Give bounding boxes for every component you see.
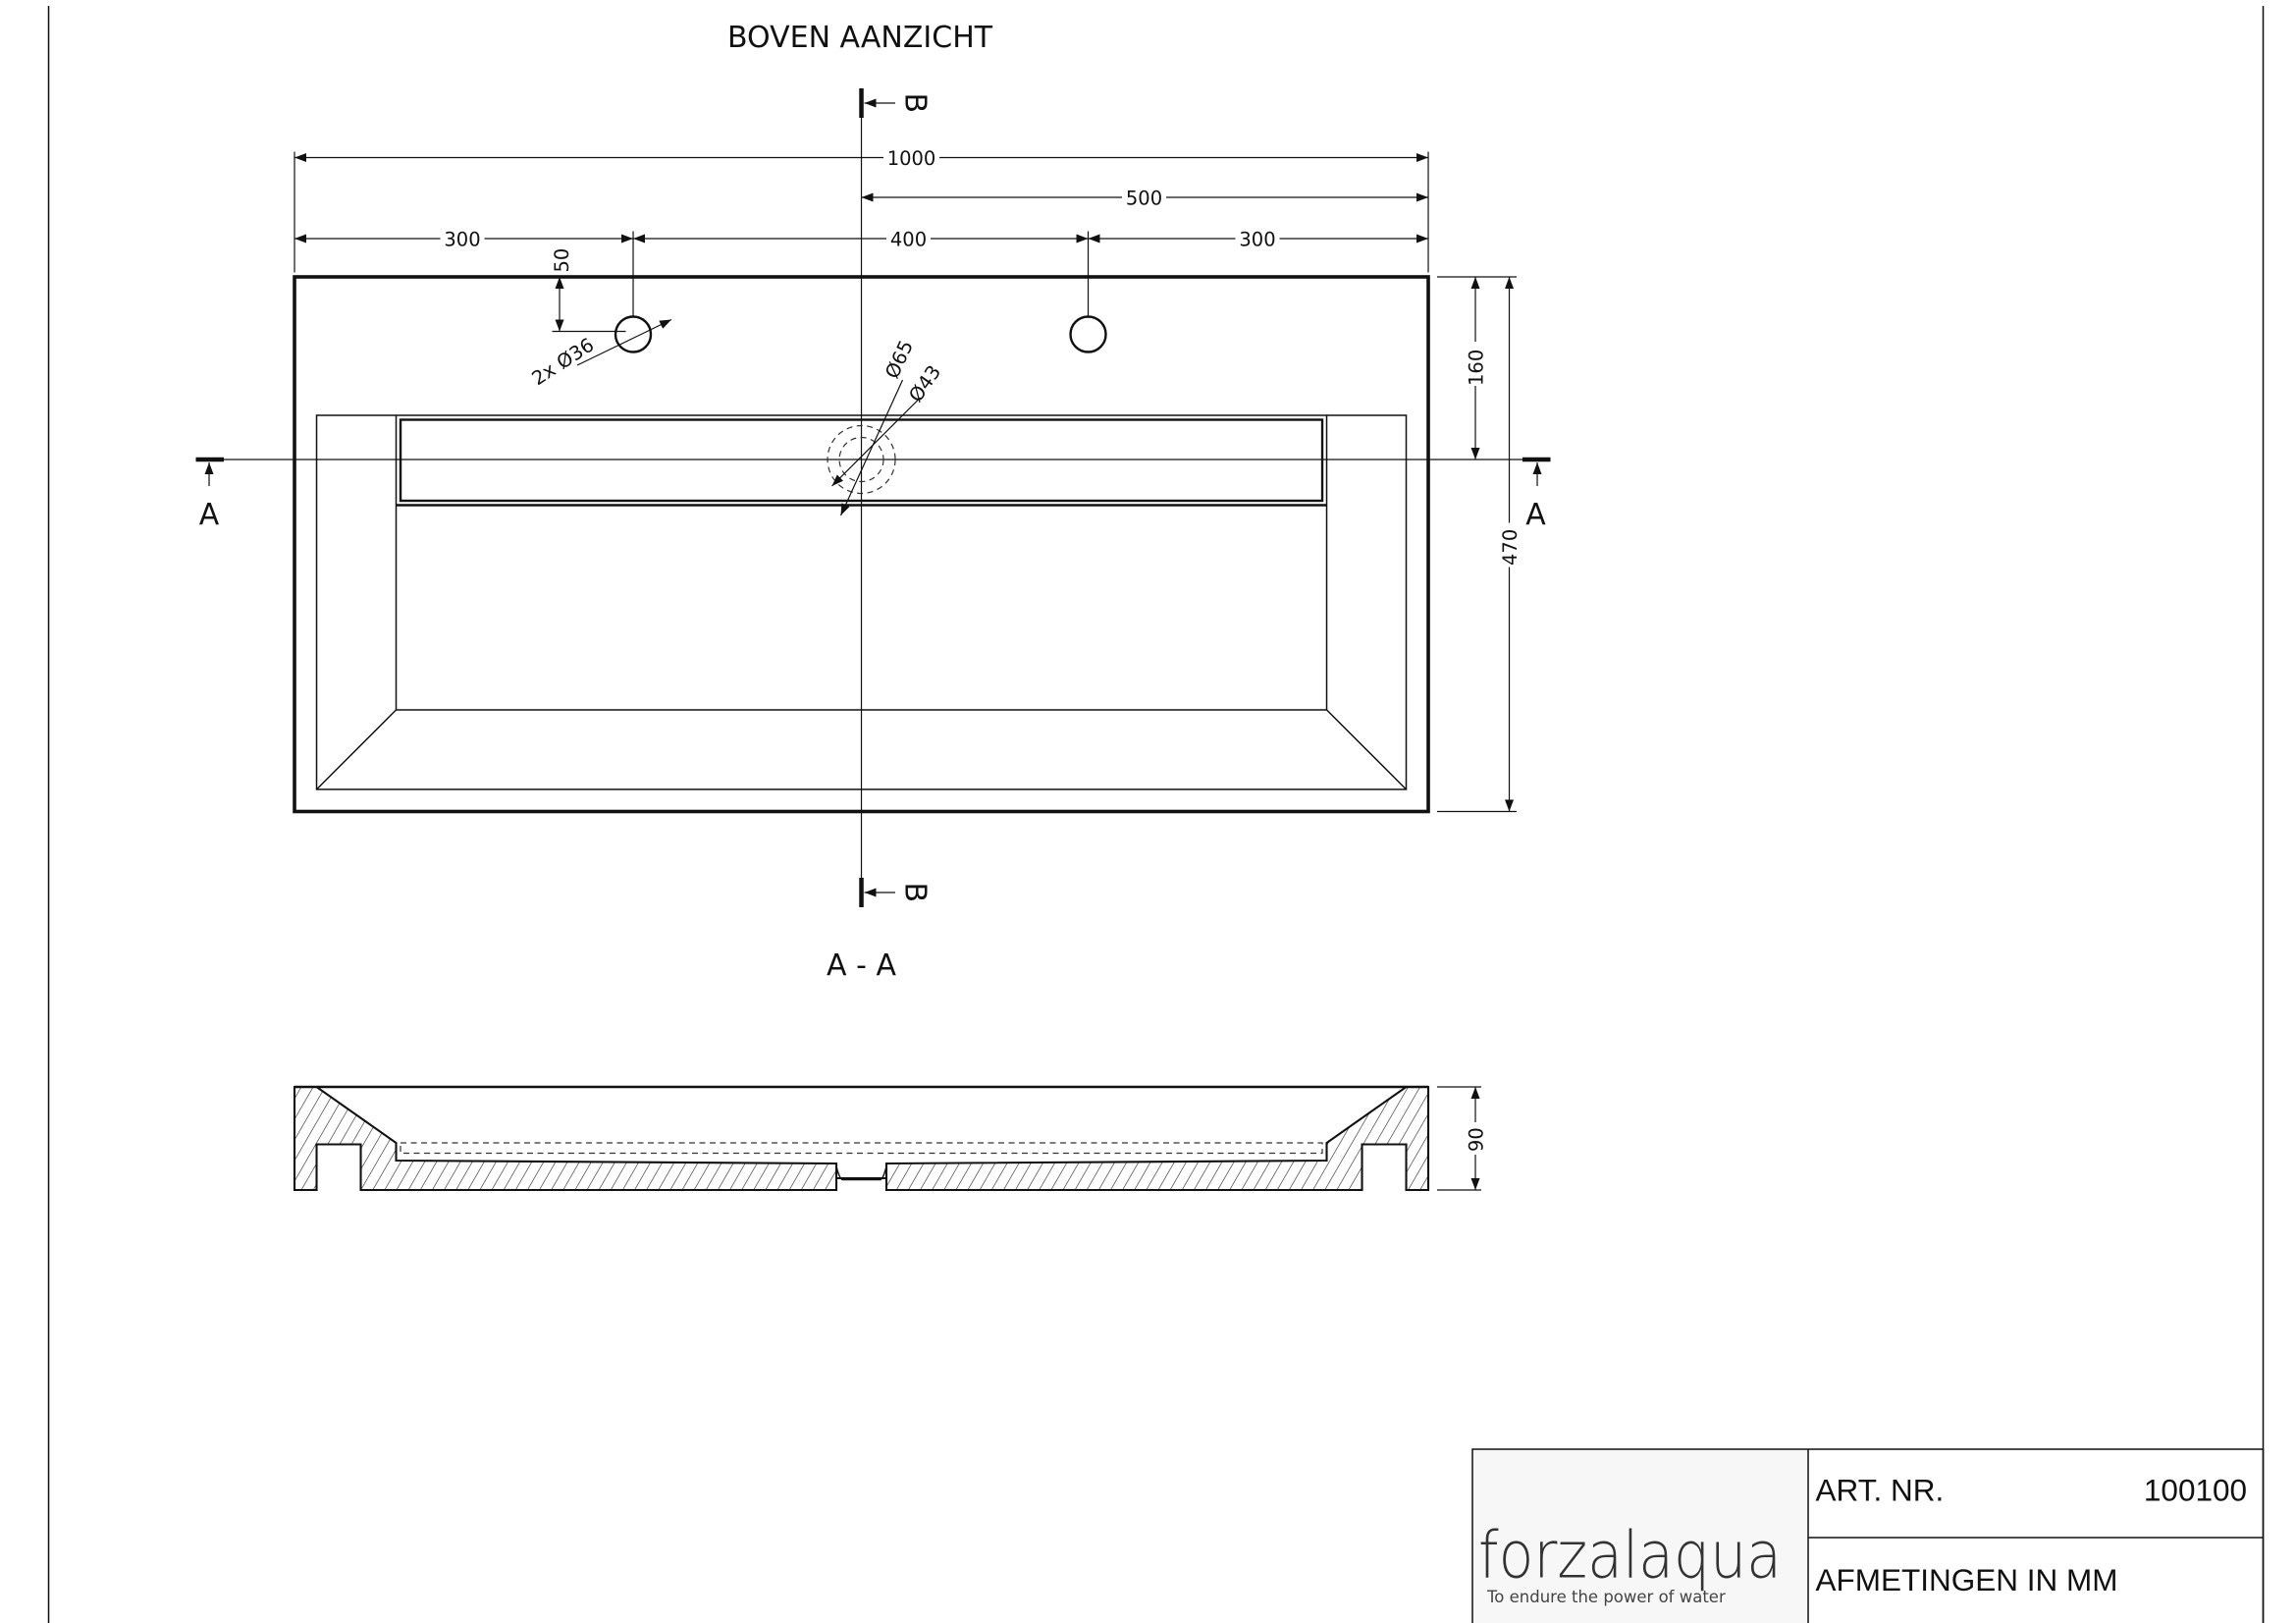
drain-outer [827,424,896,495]
dim-left-offset: 300 [444,229,480,251]
drain-outer-dim: Ø65 [881,337,918,382]
logo-text: forzalaqua [1478,1518,1782,1594]
dim-tap-depth: 50 [551,248,573,273]
art-nr-value: 100100 [2144,1473,2247,1508]
drain-channel [399,418,1324,503]
section-marker-a-left: A [195,457,225,532]
section-marker-a-right: A [1522,457,1551,532]
dim-total-depth: 470 [1499,529,1522,566]
top-view-title: BOVEN AANZICHT [727,21,993,55]
svg-text:B: B [898,883,933,903]
section-view: 90 [293,1085,1488,1192]
svg-text:A: A [199,498,220,532]
drain-inner [838,436,884,483]
section-marker-b-bottom: B [859,878,933,907]
svg-text:B: B [898,93,933,114]
title-block: forzalaqua To endure the power of water … [1471,1448,2265,1623]
dim-tap-spacing: 400 [890,229,927,251]
svg-text:A: A [1525,498,1546,532]
dim-total-width: 1000 [887,147,936,170]
dim-half-width: 500 [1126,188,1162,210]
logo-tagline: To endure the power of water [1486,1588,1726,1606]
section-view-title: A - A [827,948,896,983]
dim-height: 90 [1466,1127,1488,1152]
dim-right-offset: 300 [1239,229,1275,251]
sheet-frame [47,6,2265,1623]
drain-inner-dim: Ø43 [904,361,945,406]
units-note: AFMETINGEN IN MM [1816,1562,2118,1597]
top-view: Ø65 Ø43 2x Ø36 1000 500 300 400 300 50 1… [195,88,1551,907]
tap-hole-left [614,315,653,353]
art-nr-label: ART. NR. [1816,1473,1945,1508]
tap-hole-dim: 2x Ø36 [528,334,598,391]
section-marker-b-top: B [859,88,933,118]
dim-section-depth: 160 [1466,350,1488,386]
tap-hole-right [1069,315,1107,353]
